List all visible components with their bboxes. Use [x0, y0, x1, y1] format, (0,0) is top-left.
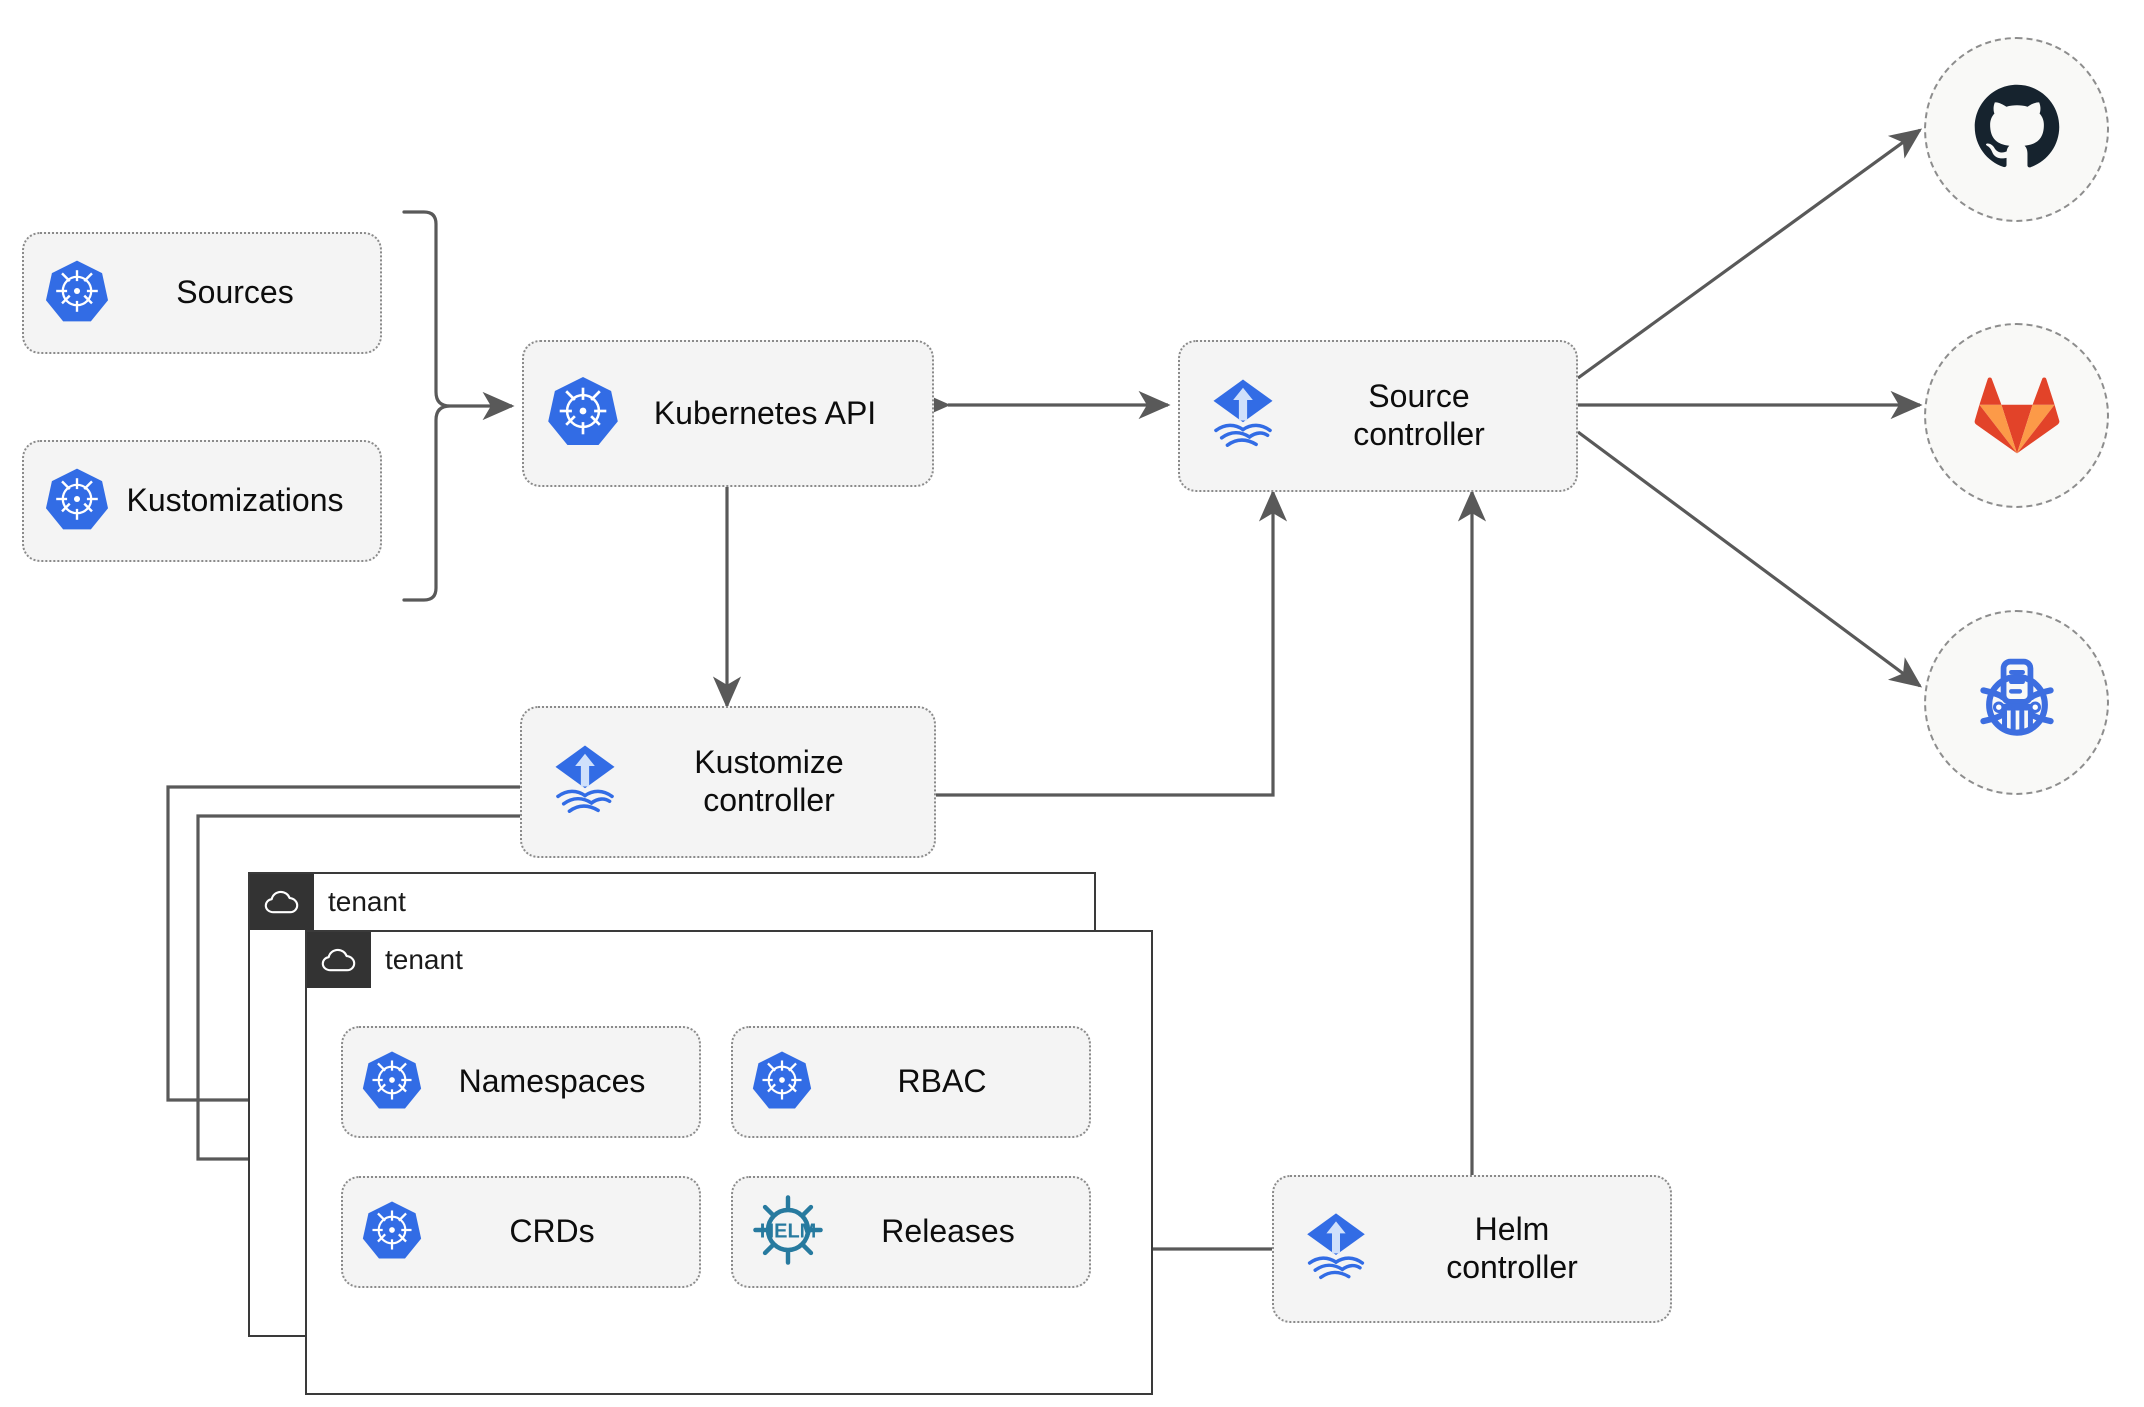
- cloud-icon: [307, 932, 371, 988]
- node-label: RBAC: [897, 1063, 987, 1100]
- node-kustomize-controller[interactable]: Kustomize controller: [520, 706, 936, 858]
- kubernetes-icon: [751, 1049, 813, 1116]
- kubernetes-icon: [44, 466, 110, 537]
- tenant-container-inner: tenant: [305, 930, 1153, 1395]
- kubernetes-icon: [361, 1199, 423, 1266]
- flux-icon: [1202, 373, 1284, 460]
- flux-icon: [1296, 1207, 1376, 1292]
- node-label: Releases: [881, 1213, 1015, 1250]
- gitlab-icon: [1971, 369, 2063, 462]
- wire-kustomize-to-source: [936, 489, 1288, 797]
- node-label: Kubernetes API: [653, 394, 877, 431]
- node-kustomizations[interactable]: Kustomizations: [22, 440, 382, 562]
- node-helm-controller[interactable]: Helm controller: [1272, 1175, 1672, 1323]
- tenant-outer-label: tenant: [328, 886, 406, 917]
- node-label: Kustomizations: [126, 482, 344, 519]
- node-namespaces[interactable]: Namespaces: [341, 1026, 701, 1138]
- node-crds[interactable]: CRDs: [341, 1176, 701, 1288]
- kubernetes-icon: [546, 374, 620, 453]
- kustomize-icon: [1969, 652, 2065, 753]
- node-kubernetes-api[interactable]: Kubernetes API: [522, 340, 934, 487]
- kubernetes-icon: [44, 258, 110, 329]
- node-label: Namespaces: [458, 1063, 646, 1100]
- provider-github[interactable]: [1924, 37, 2109, 222]
- helm-icon: HELM: [751, 1193, 825, 1272]
- kubernetes-icon: [361, 1049, 423, 1116]
- node-label: Sources: [176, 274, 294, 311]
- node-label: Kustomize controller: [694, 744, 844, 818]
- group-bracket: [402, 210, 451, 602]
- node-releases[interactable]: HELM Releases: [731, 1176, 1091, 1288]
- provider-gitlab[interactable]: [1924, 323, 2109, 508]
- svg-text:HELM: HELM: [760, 1220, 817, 1242]
- flux-icon: [544, 739, 626, 826]
- wire-source-to-github: [1577, 128, 1923, 380]
- cloud-icon: [250, 874, 314, 930]
- node-label: Helm controller: [1446, 1211, 1578, 1285]
- tenant-inner-label: tenant: [385, 944, 463, 975]
- provider-bucket[interactable]: [1924, 610, 2109, 795]
- node-label: Source controller: [1353, 378, 1485, 452]
- node-source-controller[interactable]: Source controller: [1178, 340, 1578, 492]
- github-icon: [1969, 79, 2065, 180]
- node-label: CRDs: [509, 1213, 595, 1250]
- wire-source-to-bucket: [1577, 430, 1923, 688]
- node-sources[interactable]: Sources: [22, 232, 382, 354]
- node-rbac[interactable]: RBAC: [731, 1026, 1091, 1138]
